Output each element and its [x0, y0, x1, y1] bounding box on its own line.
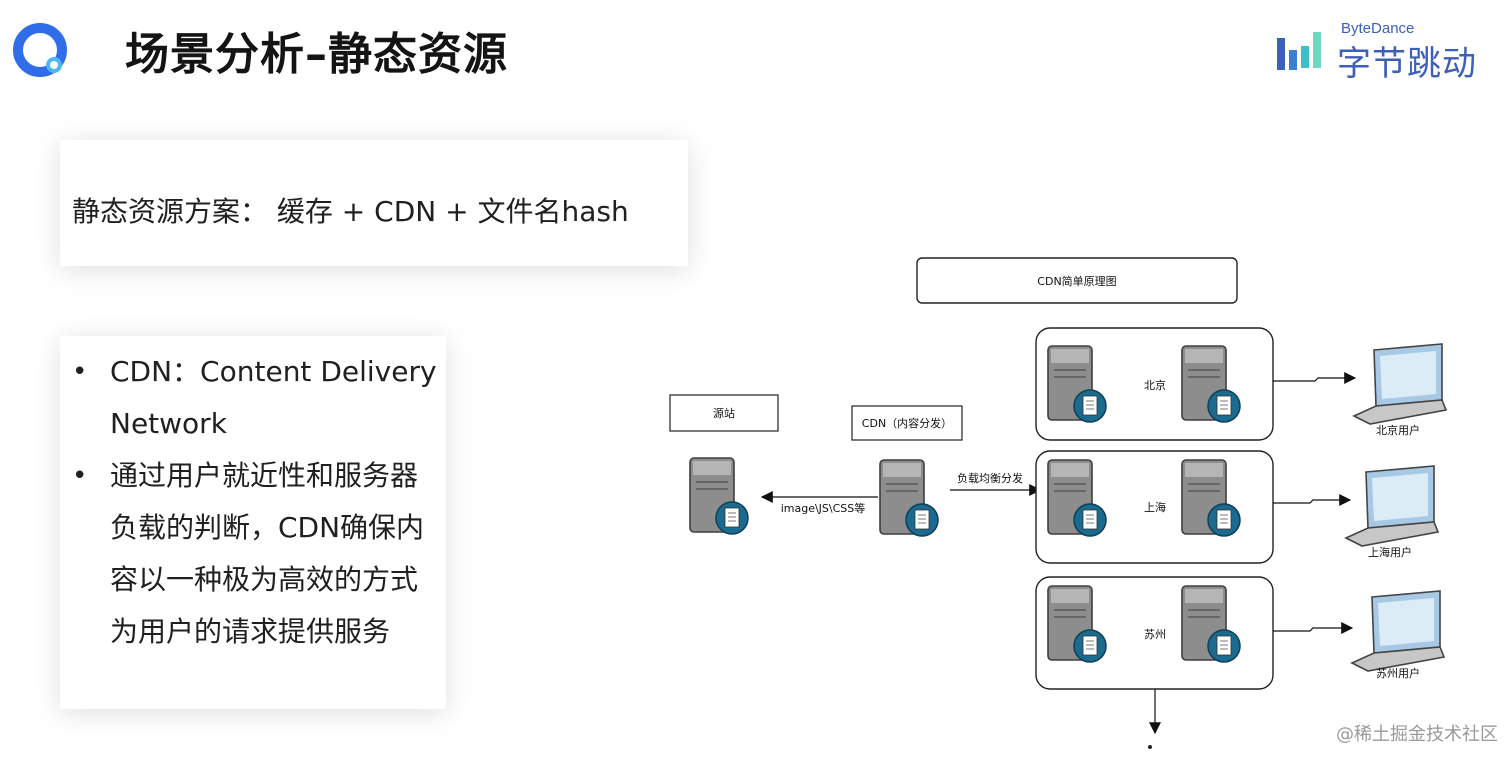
user-label-shanghai: 上海用户	[1368, 545, 1412, 559]
region-label-shanghai: 上海	[1144, 500, 1166, 514]
bullet-cdn-description: 通过用户就近性和服务器负载的判断，CDN确保内容以一种极为高效的方式为用户的请求…	[68, 450, 438, 658]
diagram-title: CDN简单原理图	[1037, 274, 1116, 288]
suzhou-laptop-icon	[1351, 590, 1445, 672]
bytedance-logo-icon	[1277, 32, 1321, 70]
balance-label: 负载均衡分发	[957, 471, 1023, 485]
bytedance-brand: ByteDance 字节跳动	[1277, 20, 1492, 84]
page-title: 场景分析–静态资源	[125, 29, 508, 80]
static-resource-plan-card: 静态资源方案： 缓存 + CDN + 文件名hash	[60, 140, 688, 266]
cdn-box	[851, 405, 963, 441]
cdn-label: CDN（内容分发）	[862, 416, 952, 430]
user-label-suzhou: 苏州用户	[1376, 666, 1420, 680]
origin-box	[669, 394, 779, 432]
suzhou-user-arrow	[1273, 622, 1354, 634]
app-logo-icon	[13, 23, 67, 77]
user-label-beijing: 北京用户	[1376, 423, 1420, 437]
cdn-server-icon	[879, 459, 939, 537]
origin-server-icon	[689, 457, 749, 535]
beijing-user-arrow	[1273, 372, 1357, 384]
bullet-list: CDN：Content Delivery Network 通过用户就近性和服务器…	[68, 346, 438, 658]
shanghai-user-arrow	[1273, 494, 1352, 506]
brand-english: ByteDance	[1341, 20, 1415, 37]
diagram-title-box	[916, 257, 1238, 304]
region-label-suzhou: 苏州	[1144, 628, 1166, 641]
bullet-cdn-definition: CDN：Content Delivery Network	[68, 346, 438, 450]
watermark: @稀土掘金技术社区	[1336, 724, 1498, 745]
beijing-laptop-icon	[1353, 343, 1447, 425]
continuation-dot	[1148, 745, 1152, 749]
plan-text: 静态资源方案： 缓存 + CDN + 文件名hash	[72, 195, 629, 228]
shanghai-laptop-icon	[1345, 465, 1439, 547]
request-label: image\JS\CSS等	[781, 501, 866, 515]
origin-label: 源站	[713, 406, 735, 420]
region-label-beijing: 北京	[1144, 378, 1166, 392]
brand-chinese: 字节跳动	[1337, 44, 1477, 84]
cdn-explanation-card: CDN：Content Delivery Network 通过用户就近性和服务器…	[60, 336, 446, 709]
